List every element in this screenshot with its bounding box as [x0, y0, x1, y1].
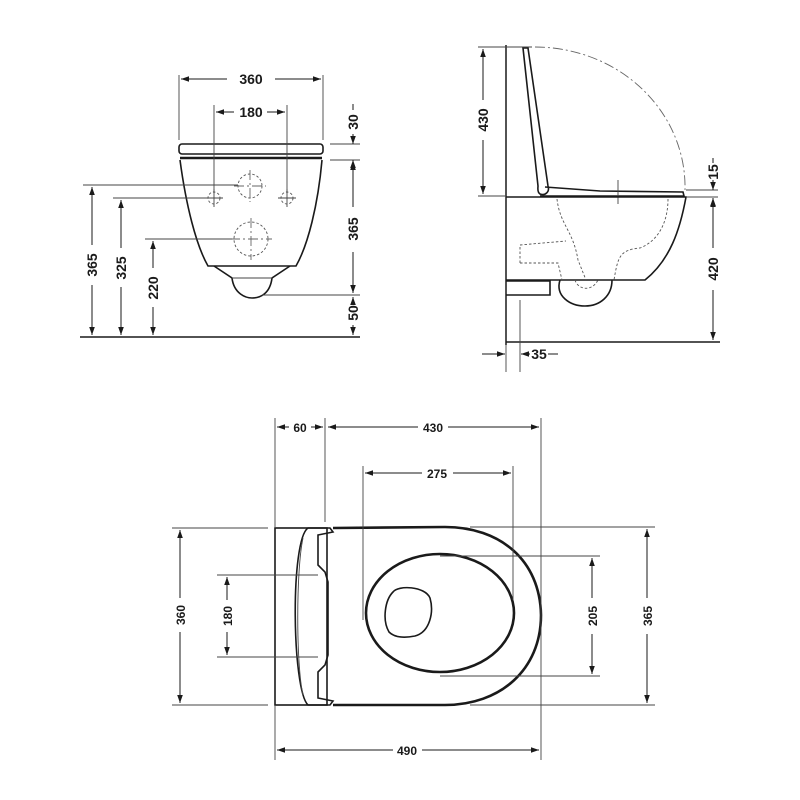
side-inner-contour — [556, 198, 669, 281]
plan-dim-bowl-width: 365 — [641, 529, 655, 703]
front-trap — [213, 265, 291, 299]
svg-text:30: 30 — [345, 114, 361, 130]
svg-text:430: 430 — [423, 421, 443, 435]
side-lid-upright — [522, 47, 550, 196]
side-trap — [558, 279, 613, 307]
front-seat — [178, 143, 324, 160]
plan-dim-back-depth: 60 — [277, 421, 323, 435]
front-dim-fixing-height: 325 — [113, 200, 129, 335]
svg-text:360: 360 — [174, 605, 188, 625]
front-dim-bottom-clearance: 50 — [345, 297, 361, 335]
svg-text:35: 35 — [531, 346, 547, 362]
svg-text:220: 220 — [145, 276, 161, 300]
plan-dim-opening-length: 275 — [365, 467, 511, 481]
front-dim-inlet-height: 365 — [84, 187, 100, 335]
plan-view: 60 430 275 360 180 205 — [172, 418, 655, 760]
front-dim-seat: 30 — [345, 104, 361, 170]
side-dim-lid-height: 430 — [475, 49, 491, 194]
svg-text:275: 275 — [427, 467, 447, 481]
plan-back-block — [274, 527, 328, 706]
side-bracket — [506, 280, 551, 296]
svg-text:365: 365 — [641, 606, 655, 626]
side-view: 430 15 420 35 — [475, 45, 721, 372]
svg-text:490: 490 — [397, 744, 417, 758]
side-seat — [540, 186, 686, 197]
svg-text:420: 420 — [705, 257, 721, 281]
side-dim-projection: 35 — [482, 346, 558, 362]
plan-dim-projection: 430 — [328, 421, 539, 435]
svg-text:205: 205 — [586, 606, 600, 626]
front-view: 360 180 30 365 50 — [80, 71, 361, 338]
svg-text:60: 60 — [293, 421, 307, 435]
front-dim-pan-height: 365 — [345, 162, 361, 293]
front-dim-fixing-centres: 180 — [216, 104, 285, 120]
front-outlet-hole — [230, 218, 272, 260]
svg-text:325: 325 — [113, 256, 129, 280]
plan-dim-opening-width: 205 — [586, 558, 600, 674]
svg-text:430: 430 — [475, 108, 491, 132]
front-bowl — [179, 159, 323, 267]
svg-text:365: 365 — [345, 217, 361, 241]
front-dim-width: 360 — [181, 71, 321, 87]
plan-seat-opening — [364, 552, 516, 674]
svg-text:50: 50 — [345, 305, 361, 321]
svg-text:180: 180 — [239, 104, 263, 120]
plan-bowl-well — [384, 586, 433, 638]
front-dim-outlet-height: 220 — [145, 241, 161, 335]
plan-dim-seat-width: 360 — [174, 530, 188, 703]
plan-dim-fixing-centres: 180 — [221, 577, 235, 655]
side-bowl — [506, 196, 687, 281]
side-outlet-spigot — [519, 240, 567, 281]
side-lid-swing-arc — [534, 46, 686, 191]
plan-dim-overall-length: 490 — [277, 744, 539, 758]
svg-text:15: 15 — [705, 164, 721, 180]
side-dim-rim-height: 420 — [705, 199, 721, 340]
svg-text:180: 180 — [221, 606, 235, 626]
svg-text:360: 360 — [239, 71, 263, 87]
plan-hinge — [294, 527, 335, 706]
svg-text:365: 365 — [84, 253, 100, 277]
front-inlet-hole — [234, 170, 266, 202]
